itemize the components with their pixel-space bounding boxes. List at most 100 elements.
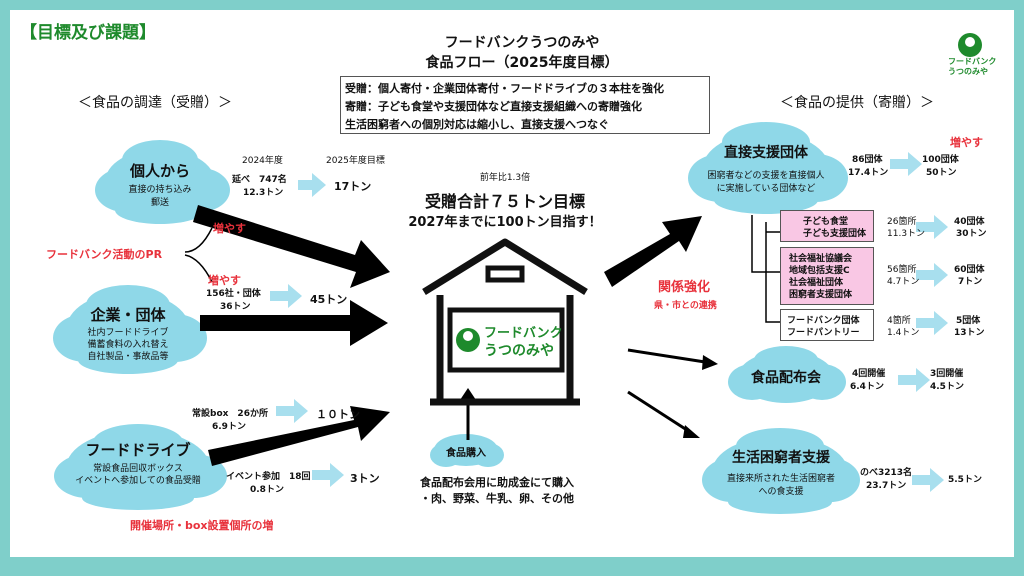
sub-org-children: 子ども食堂 子ども支援団体 bbox=[780, 210, 874, 242]
sub-org-3-target-1: 5団体 bbox=[956, 316, 981, 326]
purchase-title: 食品購入 bbox=[446, 448, 486, 459]
fooddrive-box-target: １０トン bbox=[316, 408, 360, 421]
increase-label-2: 増やす bbox=[208, 274, 241, 287]
needy-title: 生活困窮者支援 bbox=[732, 450, 830, 466]
sub-org-3-val-2: 1.4トン bbox=[887, 328, 920, 338]
fooddrive-event-target: 3トン bbox=[350, 472, 380, 485]
fooddrive-box-val-2: 6.9トン bbox=[212, 422, 246, 432]
purchase-desc-2: ・肉、野菜、牛乳、卵、その他 bbox=[420, 492, 574, 505]
direct-val-2: 17.4トン bbox=[848, 168, 889, 178]
sub-org-connector bbox=[751, 215, 780, 323]
warehouse-logo-line2: うつのみや bbox=[484, 343, 554, 359]
sub-org-3-line-2: フードパントリー bbox=[787, 328, 860, 338]
individual-target: 17トン bbox=[334, 180, 372, 193]
purchase-desc-1: 食品配布会用に助成金にて購入 bbox=[420, 476, 574, 489]
corner-logo-line2: うつのみや bbox=[948, 67, 988, 76]
direct-target-2: 50トン bbox=[926, 168, 957, 178]
left-heading: ＜食品の調達（受贈）＞ bbox=[78, 95, 232, 111]
sub-org-2-target-1: 60団体 bbox=[954, 265, 985, 275]
page-subtitle: 食品フロー（2025年度目標） bbox=[425, 55, 619, 71]
sub-org-3-line-1: フードバンク団体 bbox=[787, 316, 860, 326]
needy-val-1: のべ3213名 bbox=[860, 468, 913, 478]
individual-desc-2: 郵送 bbox=[150, 198, 169, 208]
distribution-target-1: 3回開催 bbox=[930, 369, 964, 379]
year-2024-label: 2024年度 bbox=[242, 156, 283, 166]
summary-line-1: 受贈：個人寄付・企業団体寄付・フードドライブの３本柱を強化 bbox=[345, 82, 664, 95]
fooddrive-event-val-2: 0.8トン bbox=[250, 485, 284, 495]
fooddrive-desc-1: 常設食品回収ボックス bbox=[93, 464, 183, 474]
sub-org-1-val-2: 11.3トン bbox=[887, 229, 926, 239]
direct-increase: 増やす bbox=[950, 136, 983, 149]
fooddrive-event-val-1: イベント参加 18回 bbox=[226, 472, 311, 482]
individual-cloud bbox=[95, 140, 230, 224]
fooddrive-title: フードドライブ bbox=[85, 441, 191, 459]
corporate-val-1: 156社・団体 bbox=[206, 289, 261, 299]
sub-org-2-target-2: 7トン bbox=[958, 277, 983, 287]
corporate-desc-2: 備蓄食料の入れ替え bbox=[87, 340, 169, 350]
diagram-canvas bbox=[53, 33, 982, 514]
sub-org-2-line-2: 地域包括支援C bbox=[789, 266, 850, 276]
fooddrive-cloud bbox=[54, 424, 227, 510]
right-heading: ＜食品の提供（寄贈）＞ bbox=[780, 95, 934, 111]
distribution-target-2: 4.5トン bbox=[930, 382, 964, 392]
relation-sub: 県・市との連携 bbox=[654, 301, 717, 311]
page-title: フードバンクうつのみや bbox=[444, 35, 600, 51]
direct-val-1: 86団体 bbox=[852, 155, 883, 165]
sub-org-1-target-2: 30トン bbox=[956, 229, 987, 239]
thin-arrowheads bbox=[460, 355, 718, 438]
sub-org-1-line-2: 子ども支援団体 bbox=[803, 229, 867, 239]
direct-support-cloud bbox=[688, 122, 848, 214]
goal-line-1: 受贈合計７５トン目標 bbox=[424, 192, 585, 211]
needy-desc-1: 直接来所された生活困窮者 bbox=[726, 474, 835, 484]
corporate-cloud bbox=[53, 285, 207, 374]
sub-org-2-val-2: 4.7トン bbox=[887, 277, 920, 287]
sub-org-1-target-1: 40団体 bbox=[954, 217, 985, 227]
summary-box: 受贈：個人寄付・企業団体寄付・フードドライブの３本柱を強化 寄贈：子ども食堂や支… bbox=[340, 76, 710, 134]
corporate-desc-1: 社内フードドライブ bbox=[87, 328, 169, 338]
fooddrive-desc-2: イベントへ参加しての食品受贈 bbox=[75, 476, 201, 486]
sub-org-1-line-1: 子ども食堂 bbox=[803, 217, 849, 227]
distribution-title: 食品配布会 bbox=[751, 370, 821, 386]
increase-label-1: 増やす bbox=[213, 222, 246, 235]
distribution-cloud bbox=[728, 346, 846, 403]
direct-desc-2: に実施している団体など bbox=[716, 184, 816, 194]
needy-val-2: 23.7トン bbox=[866, 481, 907, 491]
individual-desc-1: 直接の持ち込み bbox=[128, 185, 192, 195]
pr-label: フードバンク活動のPR bbox=[46, 248, 163, 261]
sub-org-foodbank: フードバンク団体 フードパントリー bbox=[780, 309, 874, 341]
distribution-val-2: 6.4トン bbox=[850, 382, 884, 392]
fooddrive-box-val-1: 常設box 26か所 bbox=[192, 409, 268, 419]
needy-target: 5.5トン bbox=[948, 475, 982, 485]
year-2025-label: 2025年度目標 bbox=[326, 156, 385, 166]
direct-desc-1: 困窮者などの支援を直接個人 bbox=[707, 171, 825, 181]
sub-org-welfare: 社会福祉協議会 地域包括支援C 社会福祉団体 困窮者支援団体 bbox=[780, 247, 874, 305]
purchase-cloud bbox=[430, 434, 504, 467]
sub-org-2-line-4: 困窮者支援団体 bbox=[789, 290, 853, 300]
direct-target-1: 100団体 bbox=[922, 155, 959, 165]
sub-org-2-line-3: 社会福祉団体 bbox=[789, 278, 844, 288]
corner-label: 【目標及び課題】 bbox=[20, 23, 156, 43]
individual-val-1: 延べ 747名 bbox=[232, 175, 287, 185]
corporate-val-2: 36トン bbox=[220, 302, 251, 312]
relation-title: 関係強化 bbox=[658, 280, 711, 295]
summary-line-2: 寄贈：子ども食堂や支援団体など直接支援組織への寄贈強化 bbox=[345, 100, 642, 113]
needy-desc-2: への食支援 bbox=[758, 487, 804, 497]
corporate-target: 45トン bbox=[310, 293, 348, 306]
individual-title: 個人から bbox=[129, 162, 190, 180]
corner-logo-line1: フードバンク bbox=[948, 57, 997, 66]
needy-cloud bbox=[702, 428, 860, 514]
ratio-label: 前年比1.3倍 bbox=[479, 173, 531, 183]
page: 【目標及び課題】 フードバンクうつのみや 食品フロー（2025年度目標） フード… bbox=[10, 10, 1014, 557]
direct-title: 直接支援団体 bbox=[724, 145, 808, 161]
big-arrows bbox=[193, 205, 702, 466]
corner-logo-icon bbox=[958, 33, 982, 57]
sub-org-3-val-1: 4箇所 bbox=[887, 316, 911, 326]
distribution-val-1: 4回開催 bbox=[852, 369, 886, 379]
warehouse-logo-line1: フードバンク bbox=[484, 326, 563, 341]
sub-org-1-val-1: 26箇所 bbox=[887, 217, 917, 227]
summary-line-3: 生活困窮者への個別対応は縮小し、直接支援へつなぐ bbox=[345, 118, 609, 131]
corporate-title: 企業・団体 bbox=[90, 306, 166, 324]
sub-org-2-line-1: 社会福祉協議会 bbox=[789, 254, 853, 264]
sub-org-3-target-2: 13トン bbox=[954, 328, 985, 338]
individual-val-2: 12.3トン bbox=[243, 188, 284, 198]
